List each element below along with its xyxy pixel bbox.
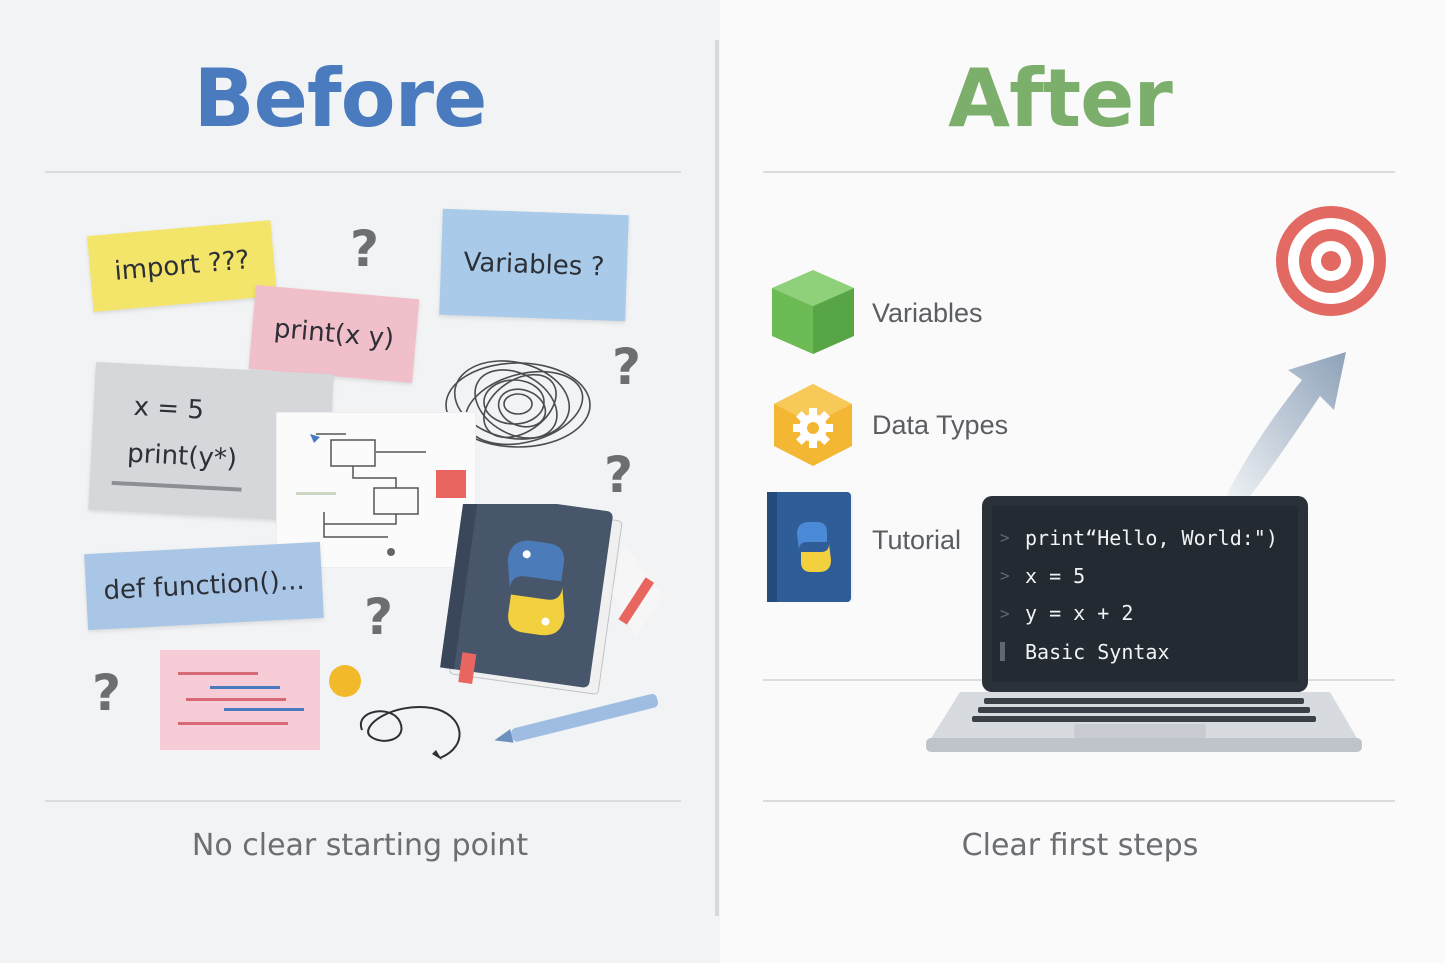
note-x-equals: x = 5 (132, 391, 205, 426)
after-title: After (948, 52, 1173, 145)
before-top-rule (45, 171, 681, 173)
center-divider (715, 40, 719, 916)
after-panel (720, 0, 1445, 963)
before-bottom-rule (45, 800, 681, 802)
note-print-xy: print(x y) (248, 285, 420, 383)
code-line-3: y = x + 2 (1025, 601, 1134, 625)
python-book-small-icon (767, 492, 853, 602)
python-book-icon (440, 504, 663, 695)
yellow-dot (329, 665, 361, 697)
question-mark-5: ? (92, 664, 122, 722)
note-variables: Variables ? (439, 208, 629, 322)
topic-data-types: Data Types (872, 410, 1009, 440)
note-pink-lines (160, 650, 320, 750)
code-line-2: x = 5 (1025, 564, 1086, 588)
before-title: Before (193, 52, 488, 145)
topic-variables: Variables (872, 298, 983, 328)
pen-icon (494, 694, 659, 743)
prompt-2: > (1000, 566, 1010, 585)
after-top-rule (763, 171, 1395, 173)
arrow-icon (1224, 352, 1346, 504)
question-mark-3: ? (604, 446, 634, 504)
scribble-line (111, 480, 242, 492)
after-bottom-rule (763, 800, 1395, 802)
question-mark-4: ? (364, 588, 394, 646)
scribble-icon (445, 360, 591, 448)
target-icon (1276, 206, 1386, 316)
after-caption: Clear first steps (961, 828, 1199, 863)
note-import: import ??? (87, 220, 277, 312)
code-line-4: Basic Syntax (1025, 640, 1170, 664)
green-cube-icon (772, 270, 854, 354)
prompt-1: > (1000, 528, 1010, 547)
question-mark-2: ? (612, 338, 642, 396)
before-caption: No clear starting point (191, 828, 529, 863)
code-line-1: print“Hello, World:") (1025, 526, 1278, 550)
gear-hexagon-icon (774, 384, 852, 466)
note-print-y: print(y*) (126, 438, 238, 475)
prompt-4: ▌ (1000, 642, 1010, 661)
laptop-icon (926, 496, 1362, 752)
question-mark-1: ? (350, 220, 380, 278)
topic-tutorial: Tutorial (872, 525, 962, 555)
prompt-3: > (1000, 604, 1010, 623)
loop-arrow-icon (359, 706, 461, 760)
note-def-function: def function()... (84, 541, 324, 631)
